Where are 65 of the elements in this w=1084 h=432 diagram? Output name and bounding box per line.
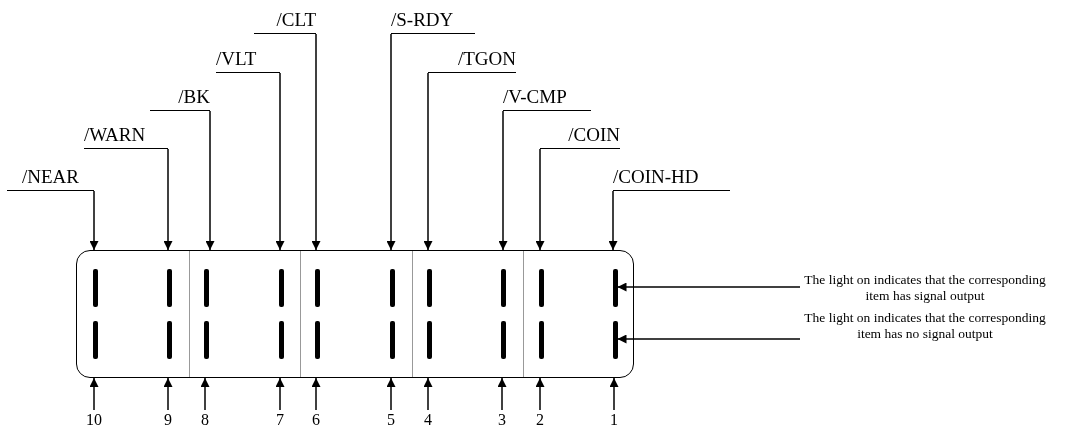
- arrow: [163, 148, 173, 251]
- led-segment: [538, 269, 544, 307]
- led-segment: [314, 321, 320, 359]
- arrow: [275, 377, 285, 411]
- led-segment: [278, 269, 284, 307]
- led-segment: [612, 321, 618, 359]
- led-segment: [166, 269, 172, 307]
- signal-label: /NEAR: [7, 164, 94, 191]
- signal-label: /TGON: [428, 46, 516, 73]
- signal-label: /COIN-HD: [613, 164, 730, 191]
- signal-label: /V-CMP: [503, 84, 591, 111]
- indicator-panel: [76, 250, 634, 378]
- arrow: [616, 334, 801, 344]
- arrow: [200, 377, 210, 411]
- signal-label: /VLT: [216, 46, 280, 73]
- position-number: 3: [490, 410, 514, 430]
- position-number: 5: [379, 410, 403, 430]
- arrow: [89, 377, 99, 411]
- position-number: 8: [193, 410, 217, 430]
- arrow: [535, 148, 545, 251]
- signal-label: /CLT: [254, 7, 316, 34]
- signal-label: /COIN: [540, 122, 620, 149]
- arrow: [311, 377, 321, 411]
- led-segment: [203, 321, 209, 359]
- arrow: [423, 377, 433, 411]
- arrow: [386, 377, 396, 411]
- position-number: 1: [602, 410, 626, 430]
- led-segment: [314, 269, 320, 307]
- note-text: The light on indicates that the corresponding item has no signal output: [800, 310, 1050, 342]
- signal-label: /BK: [150, 84, 210, 111]
- led-segment: [612, 269, 618, 307]
- signal-label: /S-RDY: [391, 7, 475, 34]
- arrow: [423, 72, 433, 251]
- led-segment: [426, 269, 432, 307]
- arrow: [609, 377, 619, 411]
- position-number: 2: [528, 410, 552, 430]
- led-segment: [92, 269, 98, 307]
- position-number: 7: [268, 410, 292, 430]
- arrow: [163, 377, 173, 411]
- led-segment: [538, 321, 544, 359]
- led-segment: [92, 321, 98, 359]
- arrow: [498, 110, 508, 251]
- arrow: [89, 190, 99, 251]
- led-segment: [500, 321, 506, 359]
- led-segment: [426, 321, 432, 359]
- led-segment: [203, 269, 209, 307]
- arrow: [616, 282, 801, 292]
- position-number: 6: [304, 410, 328, 430]
- arrow: [205, 110, 215, 251]
- led-segment: [389, 321, 395, 359]
- position-number: 4: [416, 410, 440, 430]
- arrow: [275, 72, 285, 251]
- arrow: [497, 377, 507, 411]
- note-text: The light on indicates that the corresponding item has signal output: [800, 272, 1050, 304]
- position-number: 10: [82, 410, 106, 430]
- arrow: [608, 190, 618, 251]
- led-segment: [278, 321, 284, 359]
- arrow: [311, 33, 321, 251]
- led-segment: [500, 269, 506, 307]
- led-segment: [389, 269, 395, 307]
- led-segment: [166, 321, 172, 359]
- signal-label: /WARN: [84, 122, 168, 149]
- arrow: [535, 377, 545, 411]
- arrow: [386, 33, 396, 251]
- position-number: 9: [156, 410, 180, 430]
